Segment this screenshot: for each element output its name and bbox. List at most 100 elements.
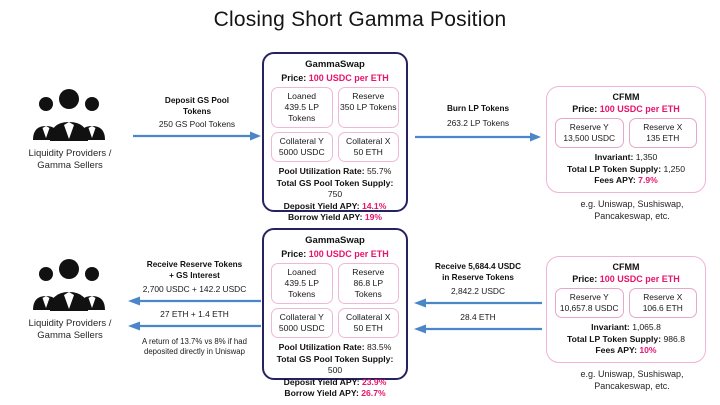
cell-name: Loaned <box>287 91 317 101</box>
gammaswap-bottom-price-value: 100 USDC per ETH <box>308 249 389 259</box>
actor-label-top: Liquidity Providers / Gamma Sellers <box>0 148 140 172</box>
cfmm-bottom-note-line1: e.g. Uniswap, Sushiswap, <box>580 369 684 379</box>
cell-value: 50 ETH <box>353 323 383 333</box>
actor-label-top-line2: Gamma Sellers <box>37 160 103 171</box>
stat-pool-utilization: Pool Utilization Rate: 55.7% <box>271 166 399 178</box>
arrow-left-icon <box>414 298 542 308</box>
stat-total-gs-pool-token-supply: Total GS Pool Token Supply: 750 <box>271 178 399 201</box>
arrow-burn-value: 263.2 LP Tokens <box>446 117 510 128</box>
gammaswap-top-cell-collateral-y: Collateral Y 5000 USDC <box>271 132 333 162</box>
arrow-receive-reserve-value-1: 2,700 USDC + 142.2 USDC <box>142 284 247 294</box>
cell-value: 5000 USDC <box>278 147 325 157</box>
gammaswap-top-price: Price: 100 USDC per ETH <box>271 73 399 83</box>
gammaswap-bottom-cell-loaned: Loaned 439.5 LP Tokens <box>271 263 333 304</box>
stat-label: Deposit Yield APY: <box>283 376 360 387</box>
cell-name: Collateral Y <box>279 312 324 322</box>
arrow-burn-label-line1: Burn LP Tokens <box>446 104 510 113</box>
actor-label-bottom: Liquidity Providers / Gamma Sellers <box>0 318 140 342</box>
return-note-line2: deposited directly in Uniswap <box>144 347 245 356</box>
cell-name: Reserve Y <box>569 122 609 132</box>
cfmm-top-stats: Invariant: 1,350 Total LP Token Supply: … <box>555 152 697 187</box>
cfmm-bottom-title: CFMM <box>612 262 640 272</box>
cell-value: 106.6 ETH <box>642 303 683 313</box>
stat-label: Deposit Yield APY: <box>283 200 360 211</box>
cell-value: 10,657.8 USDC <box>559 303 619 313</box>
cell-value: 5000 USDC <box>278 323 325 333</box>
arrow-receive-reserve-note: A return of 13.7% vs 8% if had deposited… <box>128 337 261 357</box>
stat-value: 1,065.8 <box>632 322 661 332</box>
cfmm-top-note-line2: Pancakeswap, etc. <box>594 211 670 221</box>
cfmm-top-cell-reserve-y: Reserve Y 13,500 USDC <box>555 118 624 148</box>
stat-borrow-yield-apy: Borrow Yield APY: 19% <box>271 212 399 224</box>
arrow-receive-usdc-label-line2: in Reserve Tokens <box>442 272 514 282</box>
stat-label: Pool Utilization Rate: <box>278 342 365 352</box>
cell-name: Reserve <box>352 91 385 101</box>
arrow-left-icon <box>128 321 261 331</box>
arrow-receive-usdc-group: Receive 5,684.4 USDC in Reserve Tokens 2… <box>414 262 542 334</box>
cell-value: 350 LP Tokens <box>339 102 397 112</box>
stat-deposit-yield-apy: Deposit Yield APY: 14.1% <box>271 201 399 213</box>
arrow-right-icon <box>415 132 541 142</box>
cell-name: Collateral X <box>346 136 391 146</box>
gammaswap-bottom-cell-row-2: Collateral Y 5000 USDC Collateral X 50 E… <box>271 308 399 338</box>
cell-value: 86.8 LP Tokens <box>353 278 384 299</box>
cfmm-top-price-value: 100 USDC per ETH <box>599 104 680 114</box>
return-note-line1: A return of 13.7% vs 8% if had <box>142 337 247 346</box>
gammaswap-bottom-title: GammaSwap <box>305 235 365 246</box>
cell-name: Loaned <box>287 267 317 277</box>
cfmm-bottom-price-value: 100 USDC per ETH <box>599 274 680 284</box>
stat-label: Invariant: <box>591 322 630 332</box>
arrow-receive-usdc-label-line1: Receive 5,684.4 USDC <box>434 262 522 271</box>
gammaswap-top-cell-reserve: Reserve 350 LP Tokens <box>337 87 399 128</box>
stat-value: 7.9% <box>638 175 658 185</box>
cfmm-bottom-examples-note: e.g. Uniswap, Sushiswap, Pancakeswap, et… <box>542 368 720 392</box>
arrow-deposit-label-line1: Deposit GS Pool <box>164 96 230 105</box>
stat-fees-apy: Fees APY: 7.9% <box>555 175 697 187</box>
gammaswap-bottom-price: Price: 100 USDC per ETH <box>271 249 399 259</box>
gammaswap-top-price-label: Price: <box>281 73 307 83</box>
gammaswap-bottom-cell-collateral-x: Collateral X 50 ETH <box>337 308 399 338</box>
stat-borrow-yield-apy: Borrow Yield APY: 26.7% <box>271 388 399 400</box>
stat-label: Pool Utilization Rate: <box>278 166 365 176</box>
cfmm-top-cell-reserve-x: Reserve X 135 ETH <box>628 118 697 148</box>
gammaswap-bottom-price-label: Price: <box>281 249 307 259</box>
arrow-receive-reserve-label-line1: Receive Reserve Tokens <box>146 260 243 269</box>
stat-label: Invariant: <box>594 152 634 162</box>
stat-total-lp-token-supply: Total LP Token Supply: 986.8 <box>555 334 697 346</box>
stat-label: Borrow Yield APY: <box>287 212 363 222</box>
cfmm-top-cell-row: Reserve Y 13,500 USDC Reserve X 135 ETH <box>555 118 697 148</box>
arrow-receive-usdc-value-1: 2,842.2 USDC <box>451 286 505 296</box>
cfmm-bottom-stats: Invariant: 1,065.8 Total LP Token Supply… <box>555 322 697 357</box>
arrow-deposit-label-line2: Tokens <box>182 106 212 116</box>
cfmm-top-examples-note: e.g. Uniswap, Sushiswap, Pancakeswap, et… <box>542 198 720 222</box>
cfmm-bottom-note-line2: Pancakeswap, etc. <box>594 381 670 391</box>
gammaswap-bottom-cell-reserve: Reserve 86.8 LP Tokens <box>337 263 399 304</box>
cfmm-bottom-price: Price: 100 USDC per ETH <box>555 274 697 284</box>
stat-fees-apy: Fees APY: 10% <box>555 345 697 357</box>
stat-total-gs-pool-token-supply: Total GS Pool Token Supply: 500 <box>271 354 399 377</box>
gammaswap-bottom-cell-collateral-y: Collateral Y 5000 USDC <box>271 308 333 338</box>
cfmm-top-title: CFMM <box>612 92 640 102</box>
stat-label: Borrow Yield APY: <box>284 388 359 398</box>
cell-name: Reserve <box>352 267 385 277</box>
cfmm-bottom-cell-reserve-x: Reserve X 106.6 ETH <box>628 288 697 318</box>
stat-pool-utilization: Pool Utilization Rate: 83.5% <box>271 342 399 354</box>
cell-name: Collateral Y <box>279 136 324 146</box>
cfmm-bottom-cell-row: Reserve Y 10,657.8 USDC Reserve X 106.6 … <box>555 288 697 318</box>
arrow-left-icon <box>414 324 542 334</box>
cfmm-panel-bottom: CFMM Price: 100 USDC per ETH Reserve Y 1… <box>546 256 706 363</box>
stat-value: 23.9% <box>361 376 387 387</box>
stat-value: 986.8 <box>663 333 685 344</box>
arrow-receive-usdc-value-2: 28.4 ETH <box>460 312 496 322</box>
arrow-receive-reserve-label-line2: + GS Interest <box>169 270 220 280</box>
stat-label: Total GS Pool Token Supply: <box>276 177 394 188</box>
arrow-receive-reserve-group: Receive Reserve Tokens + GS Interest 2,7… <box>128 260 261 357</box>
stat-value: 55.7% <box>366 166 392 176</box>
actor-label-bottom-line2: Gamma Sellers <box>37 330 103 341</box>
stat-label: Total LP Token Supply: <box>567 333 662 344</box>
arrow-deposit-value: 250 GS Pool Tokens <box>158 119 236 129</box>
cell-value: 439.5 LP Tokens <box>284 102 319 123</box>
cfmm-bottom-price-label: Price: <box>572 274 598 284</box>
cell-name: Reserve X <box>643 122 683 132</box>
